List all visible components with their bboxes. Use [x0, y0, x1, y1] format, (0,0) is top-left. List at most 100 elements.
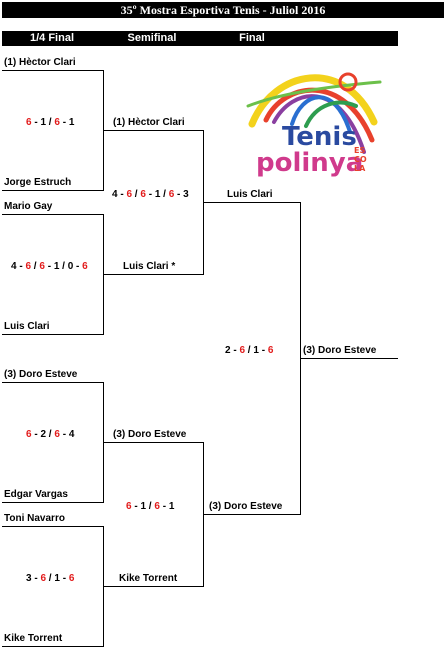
final-player2: (3) Doro Esteve — [209, 501, 283, 512]
score-segment: 6 — [82, 261, 88, 272]
score-segment: - — [44, 261, 54, 272]
tenis-polinya-logo: Tenis polinya ESCOLA — [244, 62, 384, 187]
bracket-line — [2, 70, 103, 71]
score-segment: 3 — [26, 573, 32, 584]
logo-text-tenis: Tenis — [282, 122, 357, 152]
bracket-line — [103, 442, 203, 443]
sf2-player2: Kike Torrent — [119, 573, 178, 584]
logo-text-polinya: polinya — [256, 148, 364, 178]
score-segment: 0 — [67, 261, 74, 272]
bracket-line — [103, 586, 203, 587]
sf1-score: 4 - 6 / 6 - 1 / 6 - 3 — [112, 189, 189, 201]
round-header-bar — [2, 31, 398, 46]
score-segment: - — [31, 429, 41, 440]
score-segment: 1 — [154, 189, 161, 200]
score-segment: / — [146, 501, 155, 512]
score-segment: - — [258, 345, 268, 356]
score-segment: 4 — [11, 261, 17, 272]
score-segment: - — [131, 501, 141, 512]
qf4-player1: Toni Navarro — [4, 513, 65, 524]
score-segment: 4 — [68, 429, 75, 440]
score-segment: 4 — [112, 189, 118, 200]
logo-text-escola: ESCOLA — [354, 146, 367, 173]
bracket-line — [2, 526, 103, 527]
score-segment: - — [59, 573, 69, 584]
score-segment: 6 — [126, 189, 133, 200]
qf4-player2: Kike Torrent — [4, 633, 63, 644]
score-segment: 6 — [239, 345, 246, 356]
qf1-player2: Jorge Estruch — [4, 177, 72, 188]
score-segment: / — [59, 261, 68, 272]
score-segment: / — [160, 189, 169, 200]
score-segment: - — [59, 117, 69, 128]
score-segment: - — [31, 573, 41, 584]
bracket-line — [103, 130, 203, 131]
score-segment: 6 — [267, 345, 274, 356]
round-label-quarterfinal: 1/4 Final — [29, 32, 75, 44]
score-segment: / — [46, 429, 55, 440]
score-segment: 6 — [26, 117, 32, 128]
qf1-player1: (1) Hèctor Clari — [4, 57, 76, 68]
score-segment: / — [245, 345, 254, 356]
qf3-player1: (3) Doro Esteve — [4, 369, 78, 380]
champion-name: (3) Doro Esteve — [303, 345, 377, 356]
score-segment: 1 — [140, 501, 147, 512]
score-segment: 1 — [40, 117, 47, 128]
qf2-player1: Mario Gay — [4, 201, 53, 212]
score-segment: 1 — [68, 117, 75, 128]
qf4-score: 3 - 6 / 1 - 6 — [26, 573, 74, 585]
sf2-score: 6 - 1 / 6 - 1 — [126, 501, 174, 513]
score-segment: 1 — [168, 501, 175, 512]
bracket-line — [2, 646, 103, 647]
score-segment: 6 — [26, 429, 32, 440]
score-segment: 6 — [126, 501, 132, 512]
score-segment: - — [145, 189, 155, 200]
bracket-line — [203, 202, 300, 203]
score-segment: 3 — [183, 189, 189, 200]
bracket-line — [2, 214, 103, 215]
score-segment: 1 — [253, 345, 259, 356]
score-segment: - — [230, 345, 240, 356]
score-segment: - — [159, 501, 169, 512]
score-segment: - — [117, 189, 127, 200]
tournament-title: 35º Mostra Esportiva Tenis - Juliol 2016 — [2, 2, 444, 18]
score-segment: 6 — [140, 189, 146, 200]
logo-swoosh-icon — [246, 72, 382, 154]
score-segment: / — [31, 261, 40, 272]
sf1-player1: (1) Hèctor Clari — [113, 117, 185, 128]
round-label-semifinal: Semifinal — [127, 32, 177, 44]
score-segment: 6 — [54, 429, 60, 440]
score-segment: 6 — [25, 261, 32, 272]
bracket-line — [2, 382, 103, 383]
bracket-line — [2, 502, 103, 503]
final-player1: Luis Clari — [227, 189, 273, 200]
score-segment: 2 — [40, 429, 47, 440]
qf2-score: 4 - 6 / 6 - 1 / 0 - 6 — [11, 261, 88, 273]
score-segment: 6 — [154, 501, 160, 512]
sf2-player1: (3) Doro Esteve — [113, 429, 187, 440]
bracket-line — [103, 274, 203, 275]
final-score: 2 - 6 / 1 - 6 — [225, 345, 273, 357]
score-segment: / — [46, 117, 55, 128]
score-segment: - — [31, 117, 41, 128]
score-segment: - — [59, 429, 69, 440]
score-segment: 6 — [68, 573, 75, 584]
bracket-line — [203, 514, 300, 515]
qf2-player2: Luis Clari — [4, 321, 50, 332]
score-segment: 1 — [54, 573, 60, 584]
score-segment: 6 — [54, 117, 60, 128]
score-segment: - — [16, 261, 26, 272]
score-segment: - — [174, 189, 184, 200]
score-segment: 2 — [225, 345, 231, 356]
bracket-line — [300, 358, 398, 359]
score-segment: 6 — [39, 261, 45, 272]
bracket-line — [2, 334, 103, 335]
score-segment: 6 — [168, 189, 175, 200]
round-label-final: Final — [239, 32, 265, 44]
qf3-score: 6 - 2 / 6 - 4 — [26, 429, 74, 441]
score-segment: / — [132, 189, 141, 200]
score-segment: - — [73, 261, 83, 272]
sf1-player2: Luis Clari * — [123, 261, 176, 272]
score-segment: 6 — [40, 573, 47, 584]
qf1-score: 6 - 1 / 6 - 1 — [26, 117, 74, 129]
